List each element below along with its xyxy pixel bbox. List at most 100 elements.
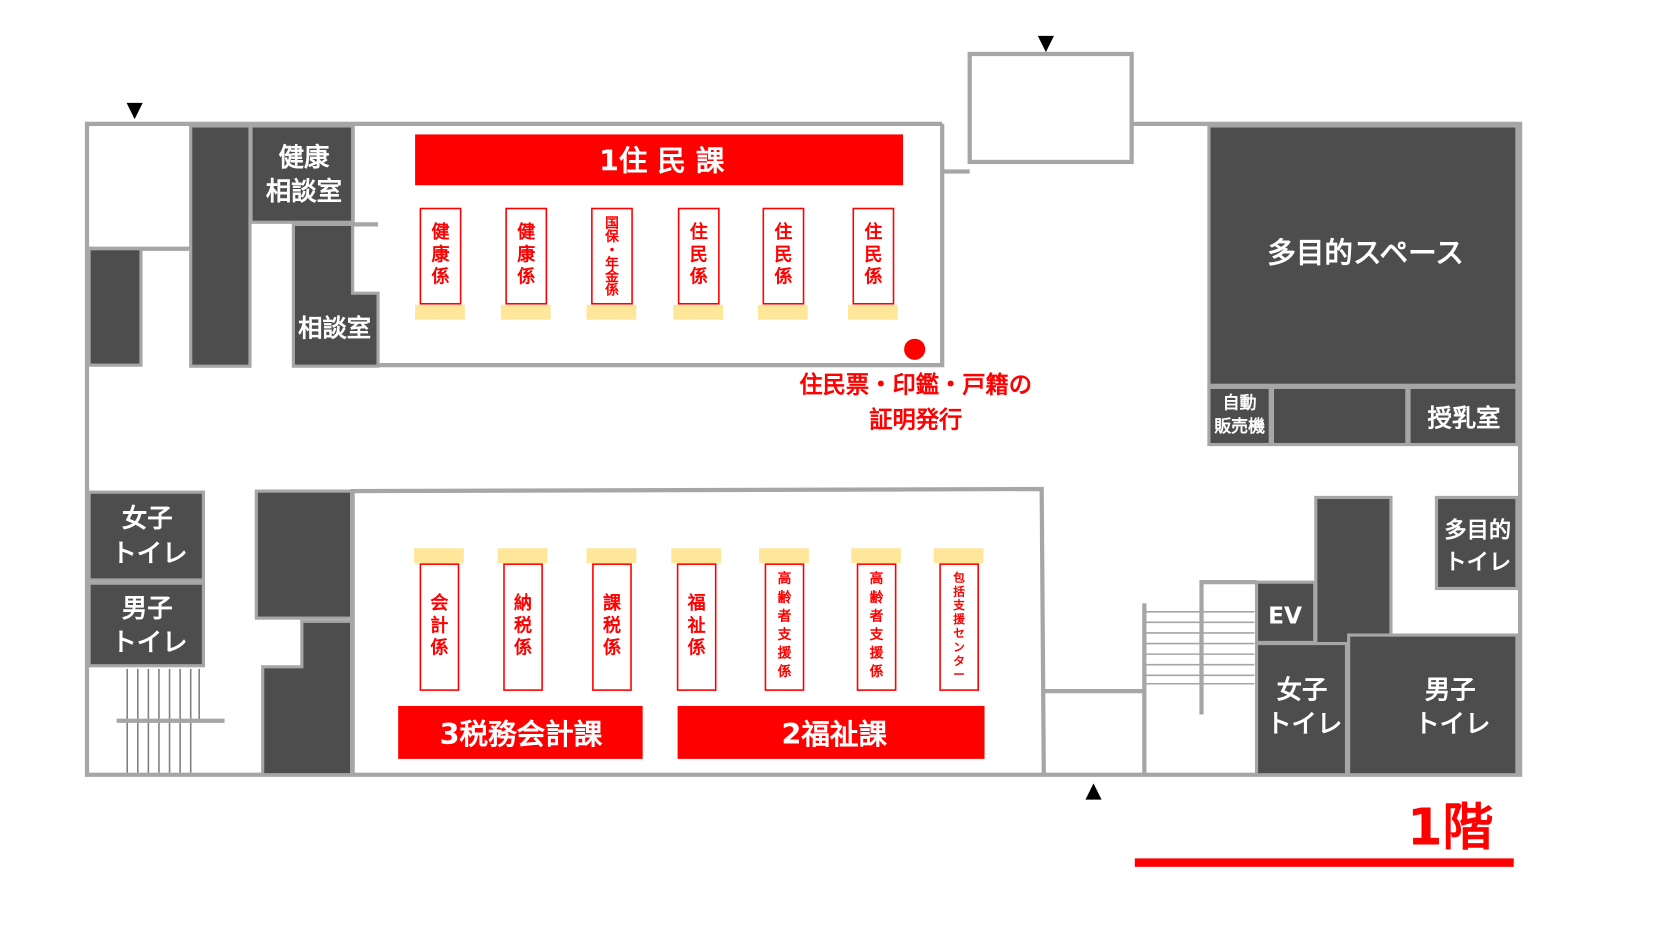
room-womens-toilet-right[interactable]: 女子 トイレ xyxy=(1254,641,1349,777)
service-desk[interactable]: 住民係 xyxy=(758,207,808,320)
desk-sign xyxy=(592,563,632,691)
desk-sign xyxy=(764,563,805,691)
svg-text:トイレ: トイレ xyxy=(1444,549,1511,575)
desk-label-char: 係 xyxy=(864,266,882,288)
desk-label-char: 援 xyxy=(953,612,965,626)
desk-label-char: 係 xyxy=(431,266,449,288)
desk-label-char: 係 xyxy=(603,637,621,659)
desk-label-char: 税 xyxy=(514,614,532,636)
desk-label-char: 保 xyxy=(604,228,619,245)
certificate-note: 住民票・印鑑・戸籍の xyxy=(799,372,1032,399)
desk-label-char: セ xyxy=(953,626,965,640)
stairs-left xyxy=(116,668,225,773)
counter xyxy=(500,304,551,320)
desk-sign xyxy=(419,563,460,691)
svg-text:トイレ: トイレ xyxy=(111,627,187,657)
counter xyxy=(847,304,898,320)
room-health-consult[interactable]: 健康 相談室 xyxy=(249,124,355,224)
desk-label-char: 計 xyxy=(430,614,448,636)
division-banner-tax: 3税務会計課 xyxy=(398,705,643,759)
room-consult[interactable]: 相談室 xyxy=(291,222,380,368)
desk-label-char: ・ xyxy=(605,242,619,258)
desk-label-char: 課 xyxy=(603,592,622,614)
desk-label-char: 民 xyxy=(864,244,882,265)
desk-label-char: 住 xyxy=(774,221,792,243)
svg-text:女子: 女子 xyxy=(1277,675,1328,705)
svg-text:自動: 自動 xyxy=(1223,393,1257,413)
svg-text:3税務会計課: 3税務会計課 xyxy=(440,717,603,751)
svg-text:男子: 男子 xyxy=(1425,675,1476,705)
entrance-arrow-icon: ▼ xyxy=(1038,30,1055,55)
desk-label-char: 祉 xyxy=(688,615,706,636)
desk-sign xyxy=(939,563,979,691)
desk-label-char: 健 xyxy=(431,221,449,243)
vending-machine[interactable]: 自動 販売機 xyxy=(1207,385,1272,447)
room-womens-toilet-left[interactable]: 女子 トイレ xyxy=(87,490,205,582)
service-desk[interactable]: 課税係 xyxy=(586,548,637,691)
desk-label-char: 納 xyxy=(514,592,532,614)
svg-text:男子: 男子 xyxy=(122,593,173,623)
storage-column xyxy=(189,124,252,368)
desk-label-char: 民 xyxy=(690,244,708,265)
desk-label-char: 齢 xyxy=(778,589,792,606)
desk-label-char: 係 xyxy=(514,637,532,659)
service-desk[interactable]: 住民係 xyxy=(673,207,724,320)
desk-label-char: 支 xyxy=(869,626,884,643)
desk-label-char: 係 xyxy=(605,282,619,299)
service-desk[interactable]: 健康係 xyxy=(415,207,465,320)
service-desk[interactable]: 国保・年金係 xyxy=(586,207,637,320)
desk-label-char: 金 xyxy=(604,268,619,285)
stairs-right xyxy=(1144,610,1255,685)
desk-label-char: 健 xyxy=(517,221,535,243)
room-mens-toilet-right[interactable]: 男子 トイレ xyxy=(1347,633,1519,777)
desk-label-char: 係 xyxy=(430,637,448,659)
floor-label: 1階 xyxy=(1407,798,1493,857)
room-multipurpose-space[interactable]: 多目的スペース xyxy=(1207,124,1519,387)
svg-text:トイレ: トイレ xyxy=(111,538,187,568)
svg-text:トイレ: トイレ xyxy=(1266,708,1342,738)
desk-sign xyxy=(505,207,548,305)
room-mens-toilet-left[interactable]: 男子 トイレ xyxy=(87,581,205,668)
counter xyxy=(758,304,808,320)
desk-label-char: 包 xyxy=(953,570,965,584)
certificate-note: 証明発行 xyxy=(869,407,962,434)
service-desk[interactable]: 納税係 xyxy=(497,548,548,691)
desk-sign xyxy=(503,563,543,691)
storage-block xyxy=(261,619,354,777)
service-desk[interactable]: 健康係 xyxy=(500,207,551,320)
desk-label-char: 括 xyxy=(953,584,965,598)
svg-text:多目的: 多目的 xyxy=(1444,517,1511,544)
counter xyxy=(586,304,637,320)
storage-block xyxy=(254,489,354,620)
counter xyxy=(671,548,721,564)
room-nursing[interactable]: 授乳室 xyxy=(1407,385,1519,447)
counter xyxy=(851,548,901,564)
svg-text:相談室: 相談室 xyxy=(266,176,342,206)
entrance-arrow-icon: ▲ xyxy=(1085,777,1102,802)
service-desk[interactable]: 会計係 xyxy=(414,548,464,691)
elevator[interactable]: EV xyxy=(1254,580,1317,645)
desk-label-char: 会 xyxy=(430,592,448,614)
service-desk[interactable]: 福祉係 xyxy=(671,548,721,691)
svg-text:相談室: 相談室 xyxy=(298,314,371,343)
svg-text:女子: 女子 xyxy=(122,503,173,533)
room-multipurpose-toilet[interactable]: 多目的 トイレ xyxy=(1434,495,1519,591)
desk-label-char: 係 xyxy=(778,663,792,680)
desk-label-char: 高 xyxy=(778,570,792,587)
floor-underline xyxy=(1134,858,1514,867)
entrance-arrow-icon: ▼ xyxy=(126,96,143,121)
service-desk[interactable]: 住民係 xyxy=(847,207,898,320)
desk-label-char: 援 xyxy=(778,644,792,661)
svg-text:多目的スペース: 多目的スペース xyxy=(1267,235,1464,269)
desk-label-char: 齢 xyxy=(870,589,884,606)
counter xyxy=(414,548,464,564)
division-banner-welfare: 2福祉課 xyxy=(677,705,985,759)
desk-sign xyxy=(676,563,717,691)
desk-label-char: 係 xyxy=(774,266,792,288)
